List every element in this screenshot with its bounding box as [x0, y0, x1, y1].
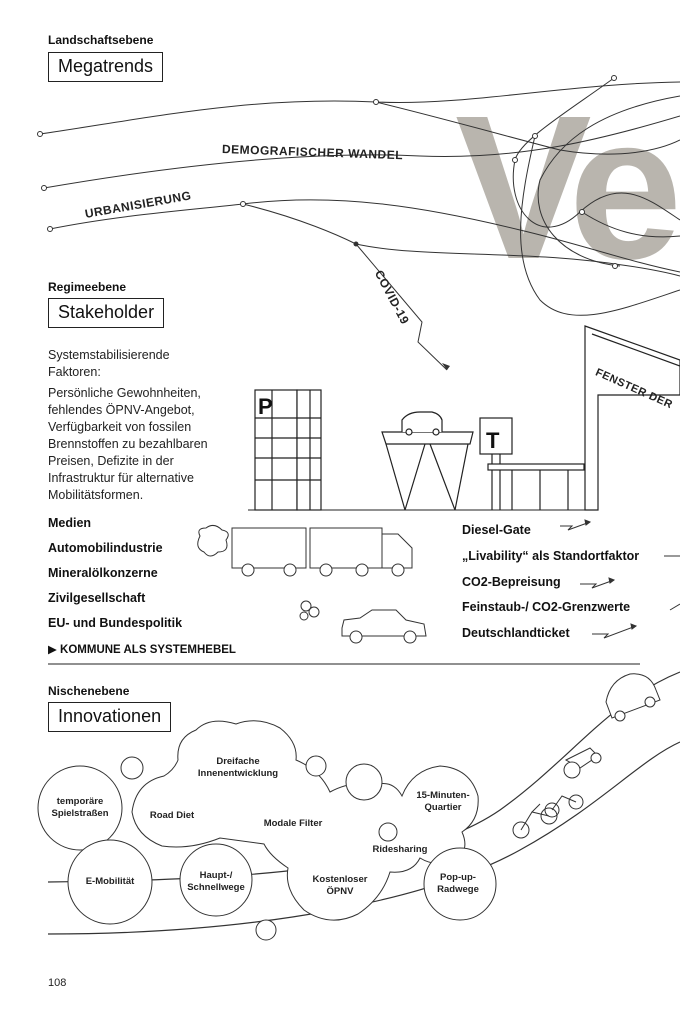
- event-co2-pricing: CO2-Bepreisung: [462, 575, 561, 589]
- innovation-popup-bike-lanes: Pop-up- Radwege: [426, 872, 490, 896]
- landscape-level-label: Landschaftsebene: [48, 33, 153, 47]
- innovation-bubbles: [38, 721, 496, 940]
- niche-level-label: Nischenebene: [48, 684, 129, 698]
- stakeholder-civil-society: Zivilgesellschaft: [48, 591, 145, 605]
- car-illustration: [300, 601, 426, 643]
- parking-sign: P: [258, 394, 273, 419]
- event-diesel-gate: Diesel-Gate: [462, 523, 531, 537]
- innovations-title: Innovationen: [48, 702, 171, 732]
- innovation-play-streets: temporäre Spielstraßen: [42, 796, 118, 820]
- innovation-15-minute-city: 15-Minuten- Quartier: [410, 790, 476, 814]
- innovation-e-mobility: E-Mobilität: [74, 876, 146, 888]
- stakeholder-politics: EU- und Bundespolitik: [48, 616, 182, 630]
- stakeholder-title: Stakeholder: [48, 298, 164, 328]
- stakeholder-automotive: Automobilindustrie: [48, 541, 163, 555]
- event-livability: „Livability“ als Standortfaktor: [462, 549, 639, 563]
- innovation-free-transit: Kostenloser ÖPNV: [302, 874, 378, 898]
- event-deutschlandticket: Deutschlandticket: [462, 626, 570, 640]
- car-platform: [382, 412, 473, 510]
- event-arrows: [560, 520, 680, 638]
- megatrends-title: Megatrends: [48, 52, 163, 82]
- innovation-triple-infill: Dreifache Innenentwicklung: [186, 756, 290, 780]
- window-building: [585, 326, 680, 510]
- road-vehicles: [513, 674, 660, 838]
- innovation-ridesharing: Ridesharing: [366, 844, 434, 856]
- innovation-road-diet: Road Diet: [140, 810, 204, 822]
- truck-illustration: [198, 525, 412, 576]
- transit-sign: T: [486, 428, 500, 453]
- stabilizing-factors-text: Persönliche Gewohnheiten, fehlendes ÖPNV…: [48, 385, 208, 504]
- regime-level-label: Regimeebene: [48, 280, 126, 294]
- event-emission-limits: Feinstaub-/ CO2-Grenzwerte: [462, 600, 630, 614]
- stakeholder-media: Medien: [48, 516, 91, 530]
- municipality-lever: ▶ KOMMUNE ALS SYSTEMHEBEL: [48, 642, 236, 656]
- innovation-main-fast-routes: Haupt-/ Schnellwege: [186, 870, 246, 894]
- stakeholder-oil: Mineralölkonzerne: [48, 566, 158, 580]
- page-number: 108: [48, 977, 66, 989]
- stabilizing-factors-heading: Systemstabilisierende Faktoren:: [48, 347, 170, 381]
- innovation-modal-filters: Modale Filter: [256, 818, 330, 830]
